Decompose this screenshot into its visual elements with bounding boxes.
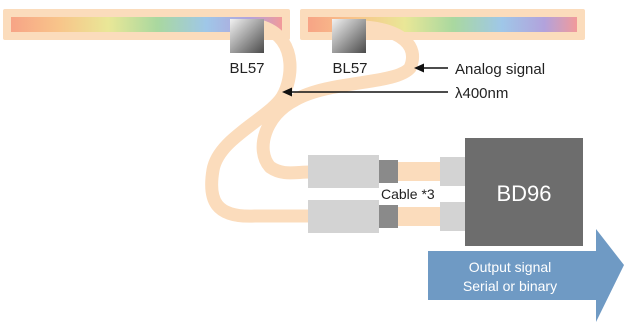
connector-socket (440, 157, 465, 186)
connector-body (308, 200, 379, 233)
sensor-label-left: BL57 (229, 60, 264, 77)
sensor-head-right (332, 19, 366, 53)
output-type-label: Serial or binary (463, 278, 557, 294)
controller-label: BD96 (496, 181, 551, 206)
spectrum-strip-left (3, 9, 290, 40)
connector-top (308, 155, 465, 188)
analog-signal-label: Analog signal (455, 61, 545, 78)
wavelength-label: λ400nm (455, 85, 508, 102)
fiber-cable-left (205, 20, 317, 223)
sensor-head-left (230, 19, 264, 53)
arrow-left-icon (282, 87, 448, 97)
connector-socket (440, 202, 465, 231)
connector-cable (398, 207, 440, 226)
arrow-left-icon (414, 63, 448, 73)
sensor-label-right: BL57 (332, 60, 367, 77)
fiber-cable-right (256, 20, 420, 180)
connector-body (308, 155, 379, 188)
fiber-cables (205, 20, 420, 223)
connector-cable (398, 162, 440, 181)
connector-band (379, 160, 398, 183)
controller-box (465, 138, 583, 246)
output-signal-label: Output signal (469, 259, 552, 275)
connector-band (379, 205, 398, 228)
cable-label: Cable *3 (381, 186, 435, 202)
output-signal-arrow (428, 229, 624, 322)
connector-bottom (308, 200, 465, 233)
strip-spectrum (11, 17, 282, 32)
